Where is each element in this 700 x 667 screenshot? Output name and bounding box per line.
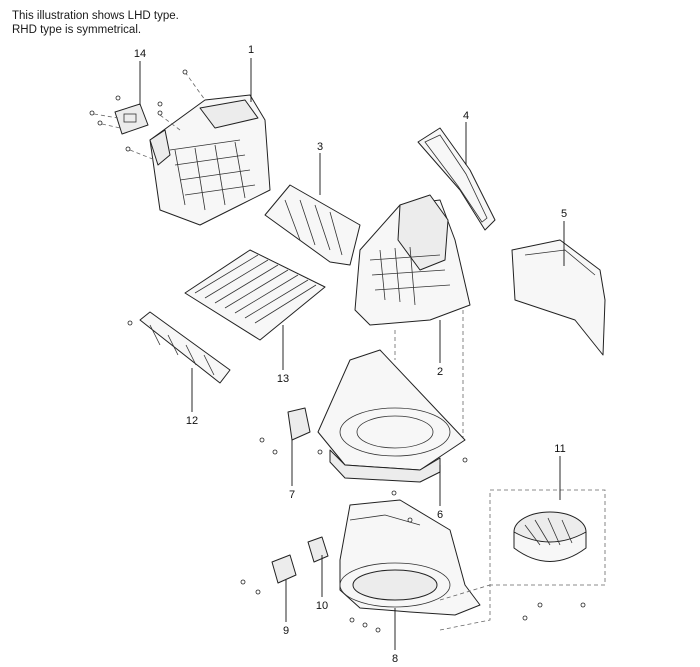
note-lhd-type: This illustration shows LHD type.	[12, 10, 179, 22]
callout-10: 10	[316, 600, 328, 612]
part-3-filter-cover	[264, 184, 361, 266]
callout-11: 11	[554, 443, 565, 455]
callout-9: 9	[283, 625, 289, 637]
part-5-side-cover	[511, 239, 606, 356]
part-9-connector	[240, 554, 297, 595]
callout-8: 8	[392, 653, 398, 665]
callout-14: 14	[134, 48, 146, 60]
callout-1: 1	[248, 44, 254, 56]
part-12-filter-cover-lower	[127, 311, 231, 384]
callout-12: 12	[186, 415, 198, 427]
callout-4: 4	[463, 110, 469, 122]
leader-lines	[139, 58, 565, 650]
callout-labels: 1 14 3 4 5 2 13 12 7 6 11 10 9 8	[134, 44, 567, 665]
part-13-air-filter	[184, 249, 326, 341]
part-2-intake-duct	[354, 194, 471, 440]
part-14-actuator	[89, 95, 163, 135]
part-1-upper-case	[125, 69, 271, 226]
part-4-gasket	[417, 127, 496, 231]
illustration-notes: This illustration shows LHD type. RHD ty…	[12, 9, 179, 37]
callout-13: 13	[277, 373, 289, 385]
callout-5: 5	[561, 208, 567, 220]
part-10-connector	[307, 536, 329, 563]
part-7-resistor	[259, 407, 311, 455]
part-11-blower-motor	[439, 489, 606, 631]
callout-7: 7	[289, 489, 295, 501]
callout-2: 2	[437, 366, 443, 378]
callout-6: 6	[437, 509, 443, 521]
part-6-blower-upper-case	[317, 349, 468, 496]
part-8-blower-lower-case	[339, 499, 481, 633]
callout-3: 3	[317, 141, 323, 153]
note-rhd-symmetry: RHD type is symmetrical.	[12, 24, 142, 36]
